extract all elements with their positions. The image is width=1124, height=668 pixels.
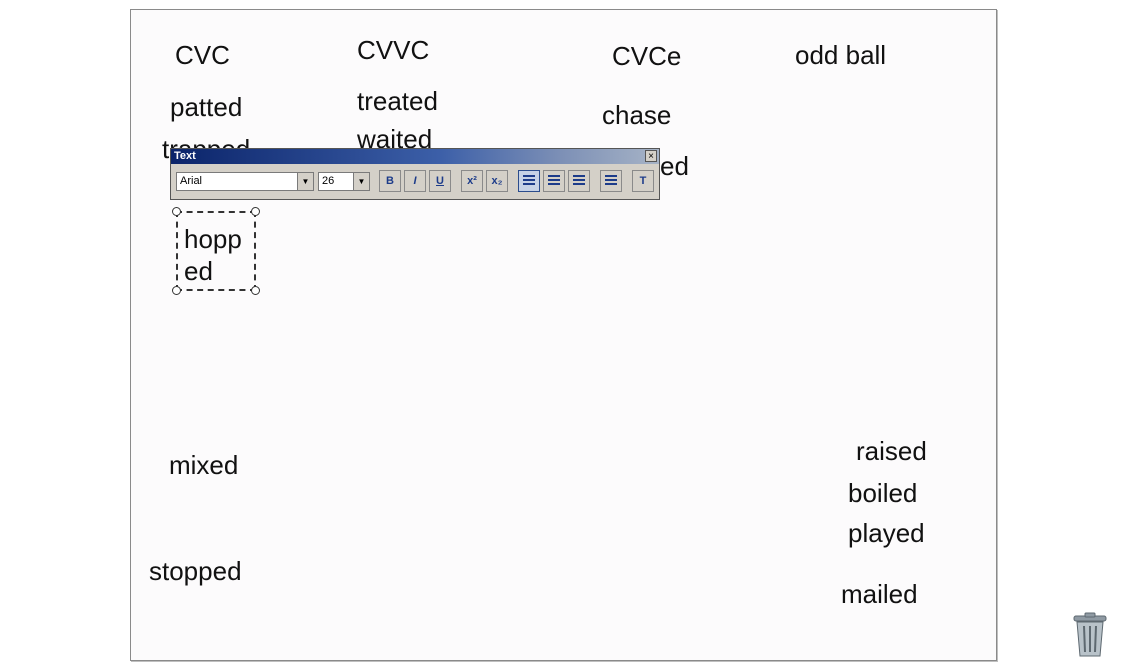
header-cvce[interactable]: CVCe: [612, 41, 682, 71]
word-patted[interactable]: patted: [170, 92, 243, 122]
subscript-button[interactable]: x₂: [486, 170, 508, 192]
header-cvc[interactable]: CVC: [175, 40, 230, 70]
trash-icon[interactable]: [1071, 612, 1109, 658]
align-right-button[interactable]: [568, 170, 590, 192]
selected-text-line1: hopp: [184, 224, 242, 254]
canvas-page[interactable]: [130, 9, 997, 661]
text-fit-button[interactable]: T: [632, 170, 654, 192]
word-ed-partial[interactable]: ed: [660, 151, 689, 181]
word-played[interactable]: played: [848, 518, 925, 548]
toolbar-title[interactable]: Text: [171, 149, 659, 164]
word-mixed[interactable]: mixed: [169, 450, 239, 480]
italic-button[interactable]: I: [404, 170, 426, 192]
resize-handle-top-right[interactable]: [251, 207, 260, 216]
chevron-down-icon[interactable]: ▼: [297, 173, 313, 190]
text-toolbar[interactable]: Text × Arial ▼ 26 ▼ B I U x² x₂ T: [170, 148, 660, 200]
selected-text-line2: ed: [184, 256, 213, 286]
underline-button[interactable]: U: [429, 170, 451, 192]
word-raised[interactable]: raised: [856, 436, 927, 466]
font-name-value: Arial: [180, 175, 203, 187]
header-oddball[interactable]: odd ball: [795, 40, 887, 70]
word-stopped[interactable]: stopped: [149, 556, 242, 586]
word-chase[interactable]: chase: [602, 100, 672, 130]
bold-button[interactable]: B: [379, 170, 401, 192]
list-icon: [605, 175, 617, 187]
font-name-select[interactable]: Arial ▼: [176, 172, 314, 191]
align-left-button[interactable]: [518, 170, 540, 192]
word-boiled[interactable]: boiled: [848, 478, 918, 508]
word-mailed[interactable]: mailed: [841, 579, 918, 609]
bullet-list-button[interactable]: [600, 170, 622, 192]
header-cvvc[interactable]: CVVC: [357, 35, 430, 65]
align-center-icon: [548, 175, 560, 187]
resize-handle-top-left[interactable]: [172, 207, 181, 216]
selected-text: hopp ed: [184, 223, 242, 287]
superscript-button[interactable]: x²: [461, 170, 483, 192]
word-treated[interactable]: treated: [357, 86, 438, 116]
chevron-down-icon[interactable]: ▼: [353, 173, 369, 190]
resize-handle-bottom-left[interactable]: [172, 286, 181, 295]
word-waited[interactable]: waited: [357, 124, 433, 154]
font-size-value: 26: [322, 175, 335, 187]
resize-handle-bottom-right[interactable]: [251, 286, 260, 295]
selected-text-box[interactable]: hopp ed: [172, 207, 260, 295]
align-left-icon: [523, 175, 535, 187]
align-right-icon: [573, 175, 585, 187]
close-icon[interactable]: ×: [645, 150, 657, 162]
align-center-button[interactable]: [543, 170, 565, 192]
font-size-select[interactable]: 26 ▼: [318, 172, 370, 191]
